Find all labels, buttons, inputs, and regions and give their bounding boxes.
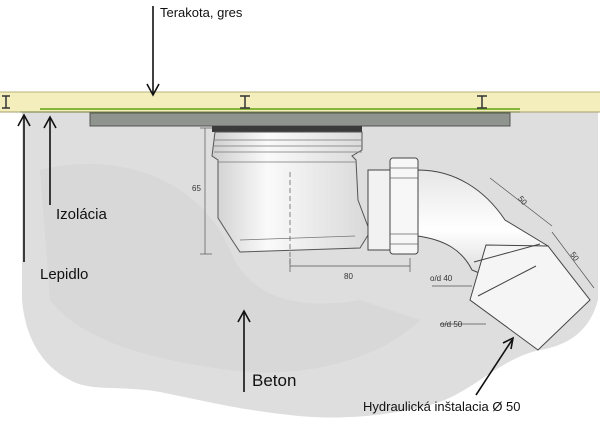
adhesive-label: Lepidlo <box>40 266 89 283</box>
tile-layer <box>0 92 600 112</box>
outlet-pipe <box>469 244 591 351</box>
coupling-ribs <box>390 167 418 245</box>
insulation-label: Izolácia <box>56 206 107 223</box>
pipe-socket-line <box>473 243 541 263</box>
dim-height: 65 <box>192 184 201 193</box>
drain-grate <box>89 112 511 127</box>
hydraulic-label: Hydraulická inštalacia Ø 50 <box>363 399 521 414</box>
concrete-shade <box>40 163 420 373</box>
concrete-label: Beton <box>252 371 297 390</box>
coupling-nut <box>367 169 391 251</box>
drain-ribs <box>214 139 362 241</box>
dimension-lines <box>200 127 595 325</box>
dim-od-50: o/d 50 <box>440 320 463 329</box>
dim-offset: 80 <box>344 272 353 281</box>
dim-od-40: o/d 40 <box>430 274 453 283</box>
drain-body <box>211 131 371 253</box>
grate-collar <box>212 126 362 132</box>
label-arrows <box>17 6 515 396</box>
tile-label: Terakota, gres <box>160 5 243 20</box>
pipe-socket-line <box>477 265 537 297</box>
tile-joints <box>2 95 487 109</box>
coupling-ring <box>389 157 419 255</box>
